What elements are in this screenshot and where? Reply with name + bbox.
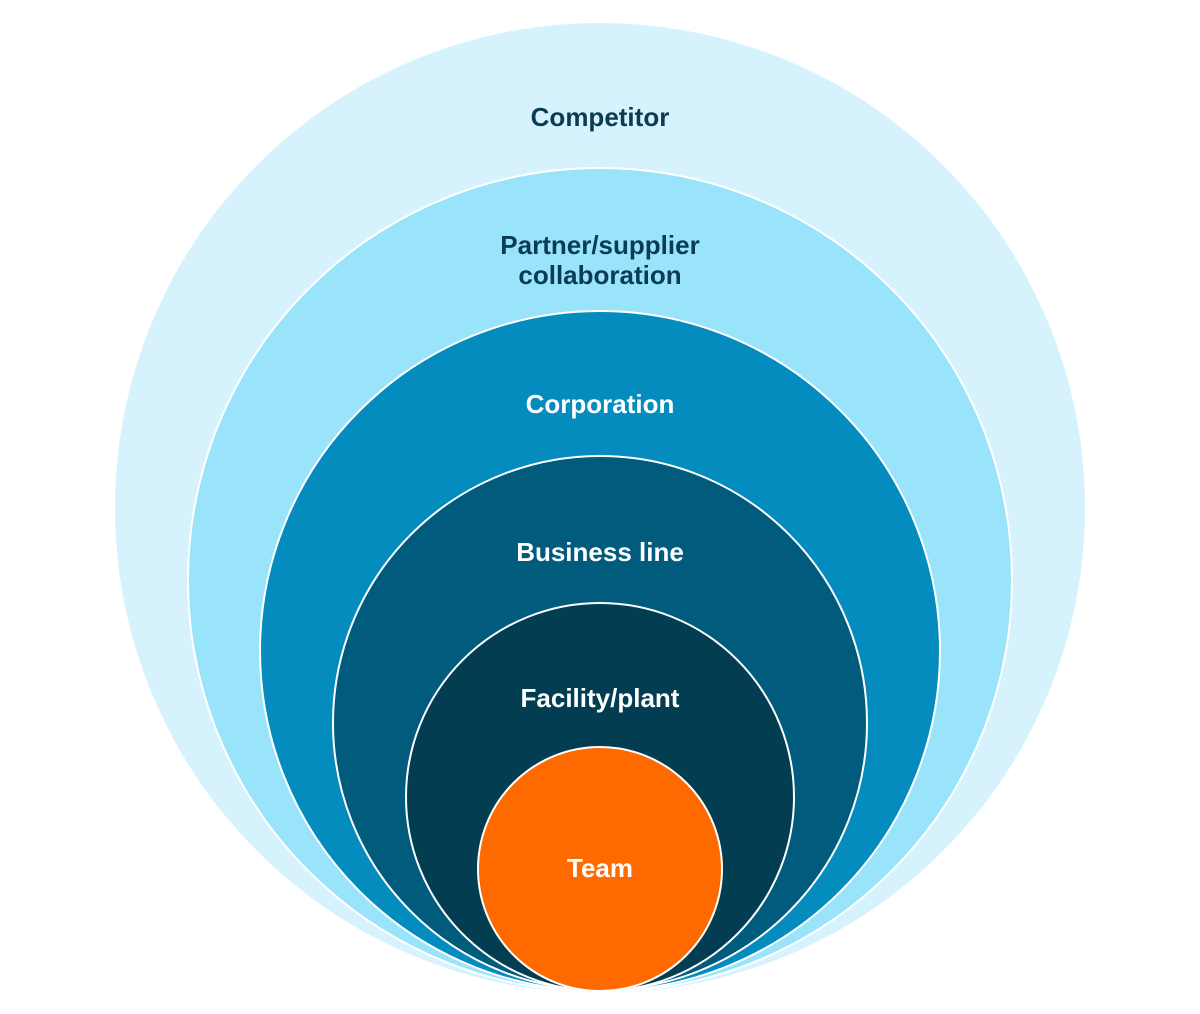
ring-label-corporation: Corporation xyxy=(526,389,675,419)
ring-label-partner-line-2: collaboration xyxy=(518,260,681,290)
ring-label-competitor: Competitor xyxy=(531,102,670,132)
ring-team xyxy=(477,746,723,992)
ring-label-partner-line-1: Partner/supplier xyxy=(500,230,699,260)
ring-label-facility: Facility/plant xyxy=(521,683,680,713)
ring-label-business-line: Business line xyxy=(516,537,684,567)
ring-label-team: Team xyxy=(567,853,633,883)
